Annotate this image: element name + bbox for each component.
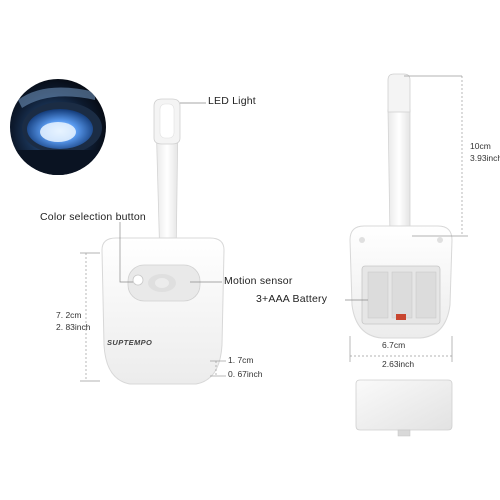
width-inch-label: 2.63inch	[382, 359, 415, 369]
toilet-glow-photo	[10, 79, 106, 175]
front-dimension-lines	[80, 252, 226, 382]
back-dimension-lines	[349, 75, 468, 362]
brand-logo: SUPTEMPO	[107, 338, 152, 347]
led-light-label: LED Light	[208, 95, 256, 107]
color-selection-button-label: Color selection button	[40, 211, 146, 223]
leader-lines-left	[119, 102, 222, 283]
height-inch-label: 2. 83inch	[56, 322, 91, 332]
motion-sensor-label: Motion sensor	[224, 275, 293, 287]
sensor-inch-label: 0. 67inch	[228, 369, 263, 379]
battery-label: 3+AAA Battery	[256, 293, 328, 305]
front-device	[101, 98, 225, 385]
back-hanger-arm	[387, 109, 411, 239]
sensor-cm-label: 1. 7cm	[228, 355, 254, 365]
width-cm-label: 6.7cm	[382, 340, 406, 350]
battery-cover	[355, 379, 453, 437]
arm-cm-label: 10cm	[470, 141, 491, 151]
color-button	[132, 274, 144, 286]
height-cm-label: 7. 2cm	[56, 310, 82, 320]
back-device	[349, 73, 453, 339]
battery-contact	[396, 314, 406, 320]
arm-inch-label: 3.93inch	[470, 153, 500, 163]
